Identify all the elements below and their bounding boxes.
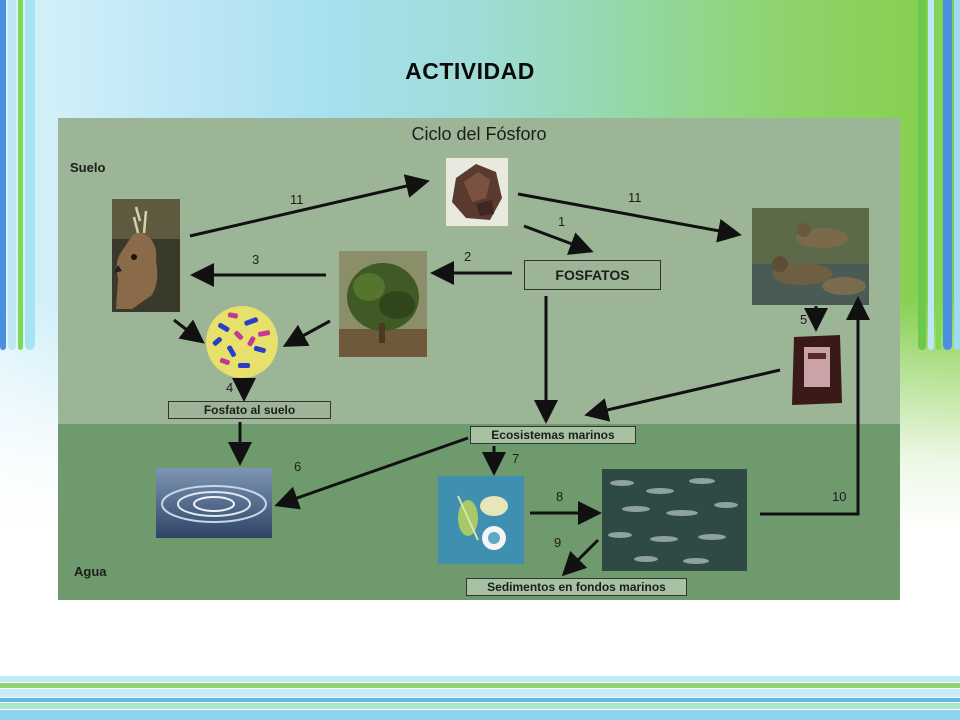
phosphorus-cycle-diagram: Ciclo del Fósforo Suelo Agua FOSFATOS Fo… xyxy=(58,118,900,600)
bottom-band-4 xyxy=(0,698,960,702)
step-10: 10 xyxy=(832,489,847,504)
left-stripe-4 xyxy=(25,0,35,350)
step-11-right: 11 xyxy=(628,190,642,205)
bottom-band-1 xyxy=(0,676,960,682)
water-ripple-image xyxy=(156,468,272,538)
step-1: 1 xyxy=(558,214,566,229)
plankton-image xyxy=(438,476,524,564)
deer-image xyxy=(112,199,180,312)
right-stripe-2 xyxy=(928,0,934,350)
right-stripe-4 xyxy=(943,0,952,350)
bacteria-image xyxy=(198,303,286,381)
bottom-band-3 xyxy=(0,689,960,697)
fosfatos-box: FOSFATOS xyxy=(524,260,661,290)
slide-title: ACTIVIDAD xyxy=(405,58,535,84)
left-stripe-3 xyxy=(18,0,23,350)
ducks-image xyxy=(752,208,869,305)
fish-image xyxy=(602,469,747,571)
guano-image xyxy=(788,331,846,409)
right-stripe-1 xyxy=(918,0,926,350)
right-stripe-3 xyxy=(936,0,941,350)
cycle-arrows xyxy=(173,174,870,577)
sedimentos-box: Sedimentos en fondos marinos xyxy=(466,578,687,596)
ecosistemas-box: Ecosistemas marinos xyxy=(470,426,636,444)
left-stripe-1 xyxy=(0,0,6,350)
step-8: 8 xyxy=(556,489,564,504)
plant-image xyxy=(339,251,427,357)
step-2: 2 xyxy=(464,249,472,264)
bottom-band-5 xyxy=(0,703,960,709)
step-6: 6 xyxy=(294,459,302,474)
step-7: 7 xyxy=(512,451,520,466)
zone-label-soil: Suelo xyxy=(70,160,106,175)
right-stripe-5 xyxy=(954,0,960,350)
diagram-title: Ciclo del Fósforo xyxy=(411,124,547,144)
step-3: 3 xyxy=(252,252,260,267)
bottom-band-6 xyxy=(0,710,960,720)
left-stripe-2 xyxy=(8,0,16,350)
step-11-left: 11 xyxy=(290,192,304,207)
rock-image xyxy=(446,158,508,226)
bottom-band-2 xyxy=(0,683,960,688)
zone-label-water: Agua xyxy=(74,564,107,579)
step-5: 5 xyxy=(800,312,808,327)
step-4: 4 xyxy=(226,380,234,395)
step-9: 9 xyxy=(554,535,562,550)
